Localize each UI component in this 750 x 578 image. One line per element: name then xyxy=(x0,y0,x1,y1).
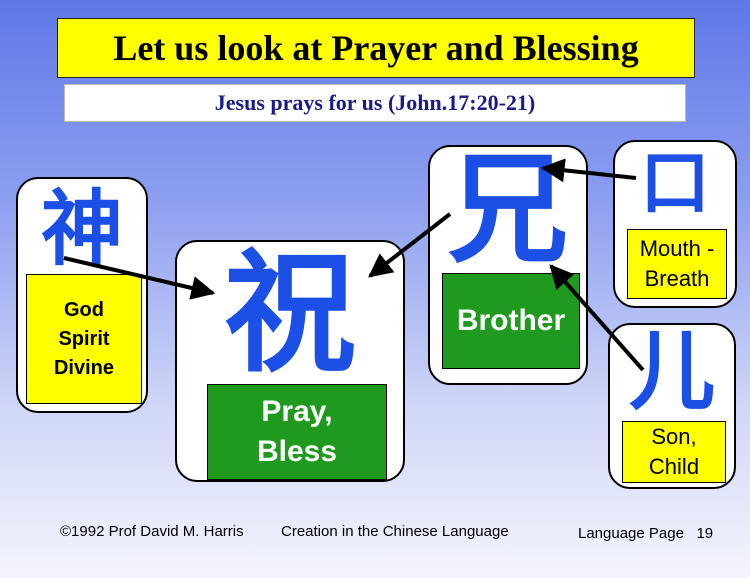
card-xiong: 兄 Brother xyxy=(428,145,588,385)
label-kou-line-2: Breath xyxy=(644,266,710,291)
label-zhu-line-1: Pray, xyxy=(261,395,333,428)
char-zhu: 祝 xyxy=(224,237,356,391)
char-xiong: 兄 xyxy=(448,141,568,280)
label-zhu-line-2: Bless xyxy=(256,435,338,468)
footer-copyright: ©1992 Prof David M. Harris xyxy=(60,523,244,540)
char-kou: 口 xyxy=(640,142,710,224)
char-er: 儿 xyxy=(629,322,715,422)
label-xiong: Brother xyxy=(442,273,580,369)
label-shen-line-3: Divine xyxy=(53,356,115,379)
label-er-line-1: Son, xyxy=(651,424,697,449)
label-shen: God Spirit Divine xyxy=(26,274,142,404)
footer-page-label: Language Page xyxy=(578,525,684,542)
page-title: Let us look at Prayer and Blessing xyxy=(57,18,695,78)
card-zhu: 祝 Pray, Bless xyxy=(175,240,405,482)
label-xiong-line-1: Brother xyxy=(456,304,566,337)
card-kou: 口 Mouth - Breath xyxy=(613,140,737,308)
card-er: 儿 Son, Child xyxy=(608,323,736,489)
label-er: Son, Child xyxy=(622,421,726,483)
label-zhu: Pray, Bless xyxy=(207,384,387,480)
page-subtitle: Jesus prays for us (John.17:20-21) xyxy=(64,84,686,122)
footer-course: Creation in the Chinese Language xyxy=(281,523,509,540)
card-shen: 神 God Spirit Divine xyxy=(16,177,148,413)
label-shen-line-2: Spirit xyxy=(58,327,110,350)
footer-page-number: 19 xyxy=(696,525,714,542)
char-shen: 神 xyxy=(40,182,123,277)
label-kou: Mouth - Breath xyxy=(627,229,727,299)
label-kou-line-1: Mouth - xyxy=(639,236,715,261)
label-shen-line-1: God xyxy=(64,298,104,321)
footer-page: Language Page 19 xyxy=(578,525,713,542)
label-er-line-2: Child xyxy=(648,454,700,479)
